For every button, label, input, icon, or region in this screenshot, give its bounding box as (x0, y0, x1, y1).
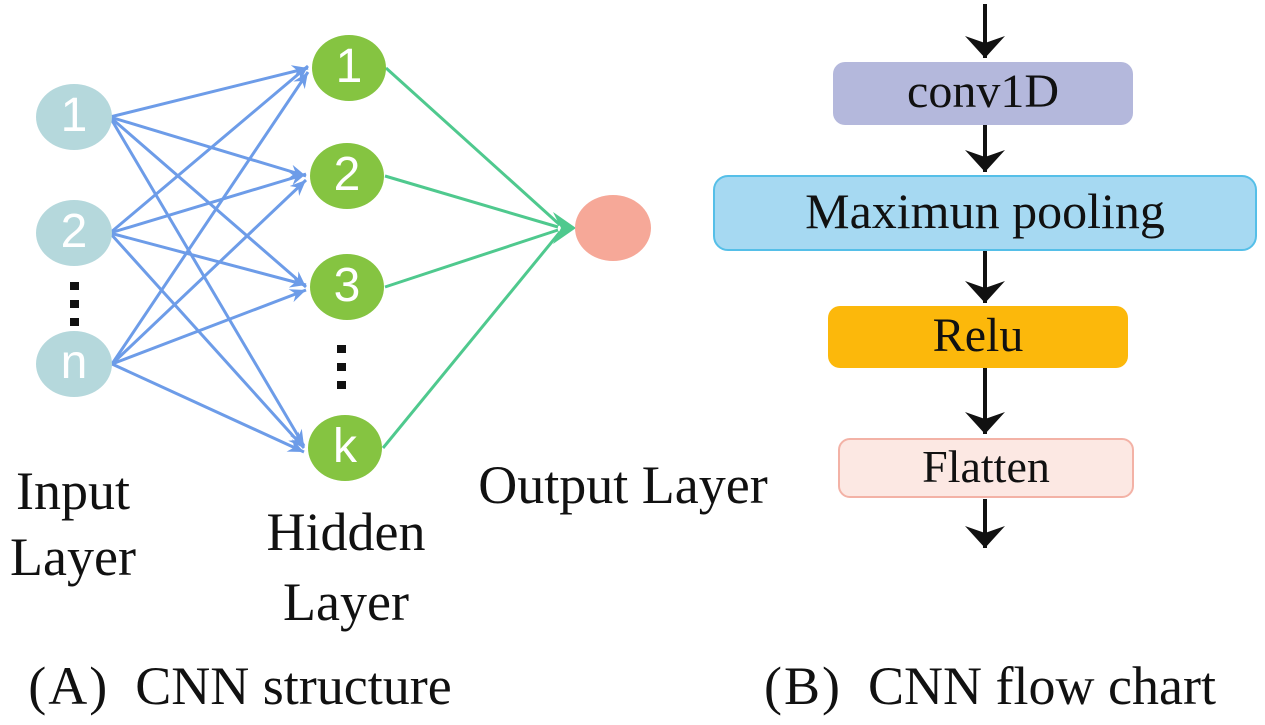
flow-box-flatten-label: Flatten (922, 440, 1050, 492)
input-layer-label: Input Layer (10, 461, 136, 587)
hidden-node-2-label: 2 (333, 147, 361, 201)
input-node-n-label: n (60, 335, 88, 389)
hidden-output-connections (381, 66, 562, 449)
input-hidden-connections (108, 64, 310, 454)
hidden-node-2: 2 (310, 143, 384, 209)
output-arrowhead-icon (553, 212, 576, 244)
hidden-node-k-label: k (333, 419, 357, 473)
flow-box-pooling-label: Maximun pooling (805, 183, 1165, 239)
input-ellipsis (70, 282, 79, 326)
hidden-layer-label: Hidden Layer (266, 502, 426, 632)
hidden-node-3: 3 (310, 254, 384, 320)
flow-box-flatten: Flatten (838, 438, 1134, 498)
caption-a-text: CNN structure (135, 656, 452, 716)
caption-b-prefix: (B) (764, 656, 843, 716)
flow-box-conv1d: conv1D (833, 62, 1133, 125)
caption-panel-b: (B) CNN flow chart (764, 652, 1216, 720)
output-node (575, 195, 651, 261)
flow-box-pooling: Maximun pooling (713, 175, 1257, 251)
output-layer-label: Output Layer (478, 455, 768, 515)
input-node-1: 1 (36, 84, 112, 150)
input-node-n: n (36, 331, 112, 397)
hidden-node-1: 1 (312, 35, 386, 101)
input-node-2-label: 2 (60, 204, 88, 258)
hidden-node-k: k (308, 415, 382, 481)
flow-box-conv1d-label: conv1D (907, 65, 1059, 118)
input-node-1-label: 1 (60, 88, 88, 142)
hidden-node-1-label: 1 (335, 39, 363, 93)
hidden-node-3-label: 3 (333, 258, 361, 312)
caption-a-prefix: (A) (28, 656, 110, 716)
hidden-ellipsis (337, 345, 346, 389)
input-node-2: 2 (36, 200, 112, 266)
flow-box-relu-label: Relu (932, 308, 1024, 362)
caption-panel-a: (A) CNN structure (28, 652, 452, 720)
caption-b-text: CNN flow chart (868, 656, 1216, 716)
flow-box-relu: Relu (828, 306, 1128, 368)
